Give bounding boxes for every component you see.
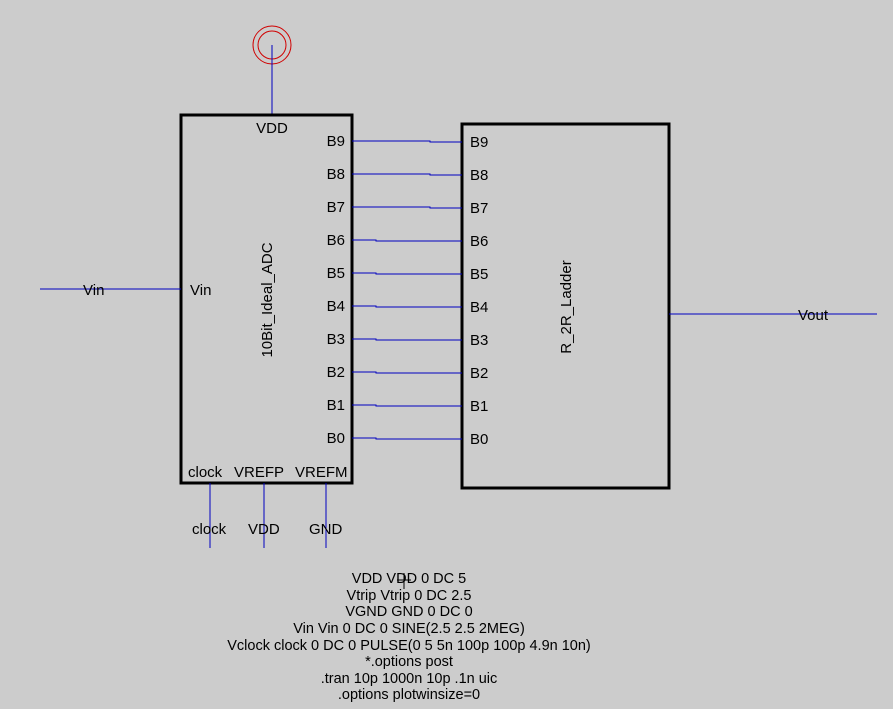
netlist-line: *.options post [365, 654, 453, 670]
adc-body[interactable] [179, 113, 354, 485]
adc-pin-b2: B2 [327, 364, 345, 381]
gnd-net-label: GND [309, 521, 343, 538]
adc-pin-b9: B9 [327, 133, 345, 150]
adc-pin-b1: B1 [327, 397, 345, 414]
bit-wire-b8[interactable] [352, 173, 462, 176]
ladder-pin-b6: B6 [470, 233, 488, 250]
ladder-pin-b8: B8 [470, 167, 488, 184]
bit-wire-b3[interactable] [352, 338, 462, 341]
netlist-line: Vin Vin 0 DC 0 SINE(2.5 2.5 2MEG) [293, 621, 525, 637]
adc-pin-vrefm: VREFM [295, 464, 348, 481]
cursor-crosshair-icon [397, 573, 411, 589]
adc-pin-vin: Vin [190, 282, 211, 299]
adc-name: 10Bit_Ideal_ADC [259, 242, 276, 357]
netlist-line: Vtrip Vtrip 0 DC 2.5 [347, 588, 472, 604]
bit-wire-b5[interactable] [352, 272, 462, 275]
r2r-ladder-block[interactable]: R_2R_Ladder [460, 122, 671, 490]
vdd-net-label: VDD [248, 521, 280, 538]
netlist-line: .options plotwinsize=0 [338, 687, 480, 703]
netlist-text[interactable]: VDD VDD 0 DC 5 Vtrip Vtrip 0 DC 2.5 VGND… [227, 571, 591, 703]
vout-net-label: Vout [798, 307, 829, 324]
ladder-pin-b2: B2 [470, 365, 488, 382]
bit-wire-b6[interactable] [352, 239, 462, 242]
ladder-body[interactable] [460, 122, 671, 490]
vin-net-label: Vin [83, 282, 104, 299]
adc-pin-b0: B0 [327, 430, 345, 447]
ladder-pin-b4: B4 [470, 299, 488, 316]
ladder-name: R_2R_Ladder [558, 260, 575, 353]
ladder-pin-b5: B5 [470, 266, 488, 283]
ladder-pin-b1: B1 [470, 398, 488, 415]
adc-pin-b7: B7 [327, 199, 345, 216]
adc-pin-vdd: VDD [256, 120, 288, 137]
adc-pin-b8: B8 [327, 166, 345, 183]
adc-block[interactable]: VDD Vin 10Bit_Ideal_ADC clock VREFP VREF… [179, 113, 354, 485]
adc-pin-b6: B6 [327, 232, 345, 249]
adc-pin-clock: clock [188, 464, 223, 481]
adc-pin-b5: B5 [327, 265, 345, 282]
ladder-pin-b9: B9 [470, 134, 488, 151]
netlist-line: VGND GND 0 DC 0 [345, 604, 472, 620]
bit-wire-b7[interactable] [352, 206, 462, 209]
ladder-pin-b3: B3 [470, 332, 488, 349]
ladder-pin-b7: B7 [470, 200, 488, 217]
adc-pin-vrefp: VREFP [234, 464, 284, 481]
ladder-pin-b0: B0 [470, 431, 488, 448]
netlist-line: Vclock clock 0 DC 0 PULSE(0 5 5n 100p 10… [227, 638, 591, 654]
bit-wire-b2[interactable] [352, 371, 462, 374]
bit-wire-b0[interactable] [352, 437, 462, 440]
vdd-supply-symbol[interactable] [252, 25, 292, 115]
adc-pin-b3: B3 [327, 331, 345, 348]
clock-net-label: clock [192, 521, 227, 538]
bit-wire-b1[interactable] [352, 404, 462, 407]
bit-wire-b4[interactable] [352, 305, 462, 308]
netlist-line: .tran 10p 1000n 10p .1n uic [321, 671, 498, 687]
netlist-line: VDD VDD 0 DC 5 [352, 571, 466, 587]
adc-pin-b4: B4 [327, 298, 345, 315]
bit-wire-b9[interactable] [352, 140, 462, 143]
